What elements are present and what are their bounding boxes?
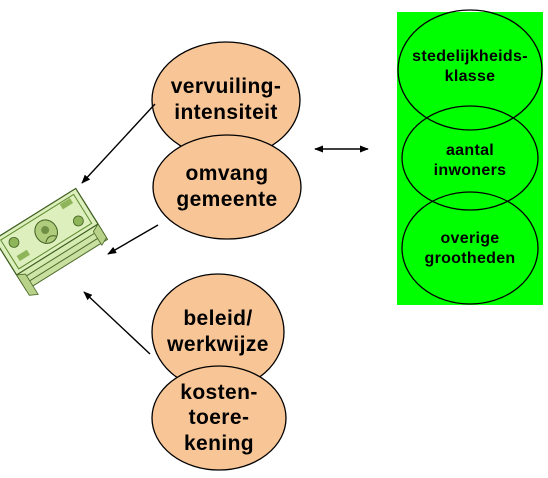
ellipse-aantal-inwoners [401, 105, 539, 211]
money-stack-icon [0, 187, 109, 296]
ellipse-omvang-gemeente [152, 134, 302, 240]
ellipse-stedelijkheidsklasse [397, 9, 543, 131]
arrow-omvang-to-money [107, 224, 159, 255]
ellipse-overige-grootheden [401, 191, 539, 305]
ellipse-kostentoerekening [151, 365, 287, 471]
arrow-vervuiling-to-money [81, 103, 156, 184]
green-panel [397, 12, 543, 305]
arrow-beleid-to-money [83, 291, 151, 355]
